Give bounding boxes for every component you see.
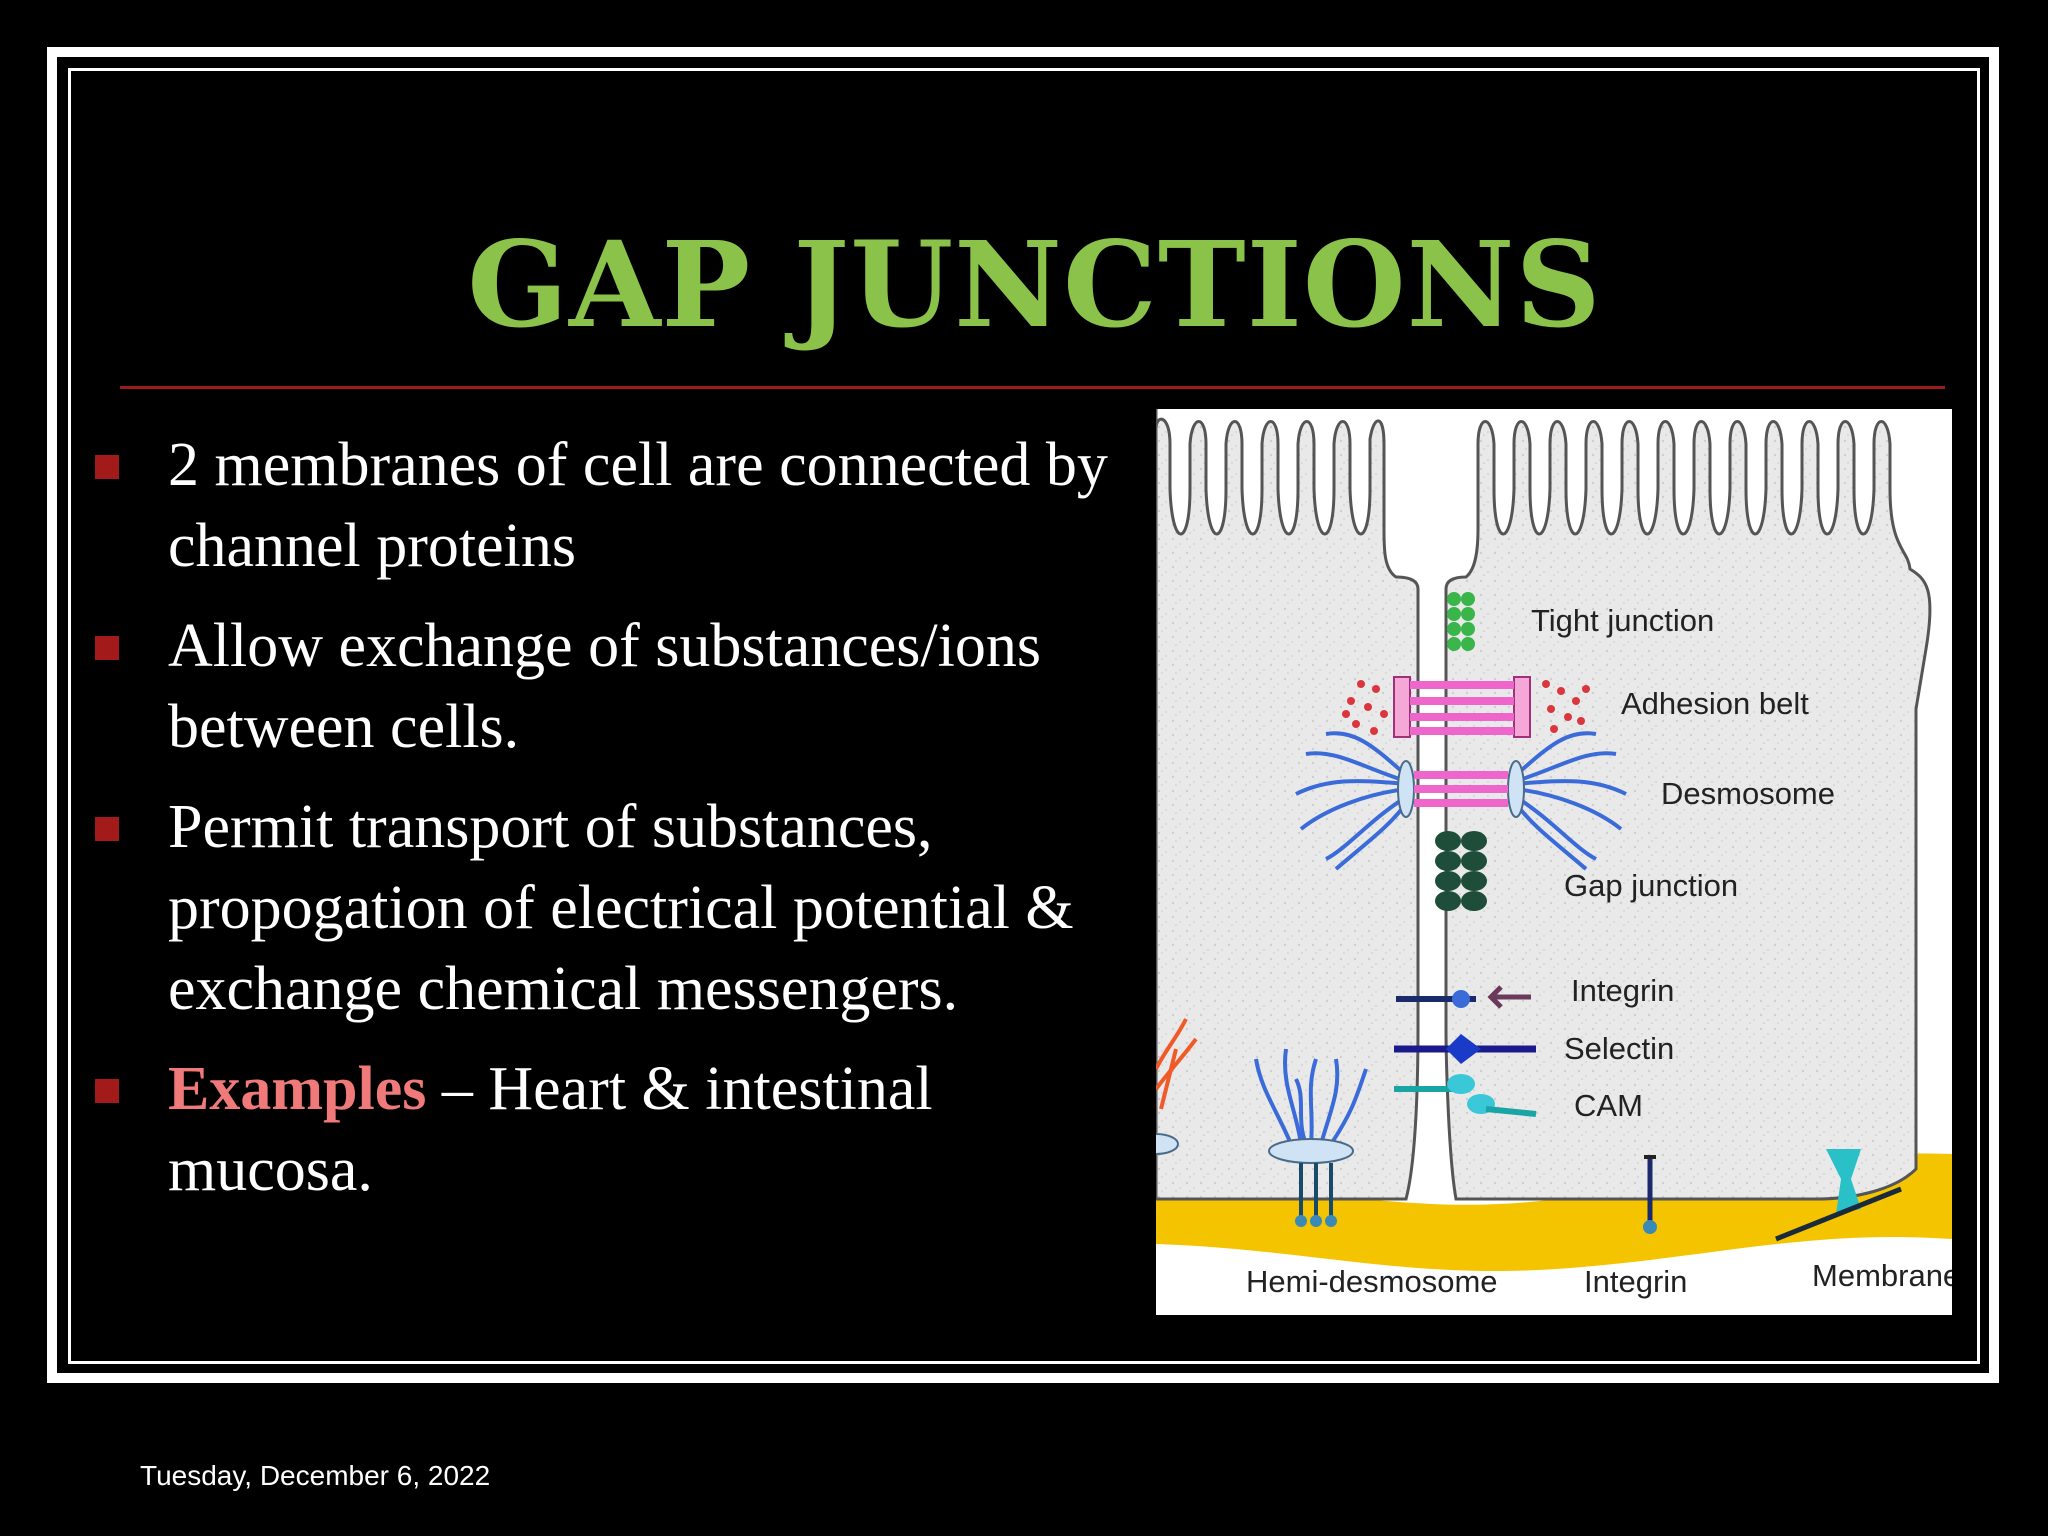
- label-gap-junction: Gap junction: [1564, 868, 1738, 903]
- right-cell: [1444, 420, 1932, 1201]
- hemi-desmosome: [1254, 1048, 1368, 1227]
- bullet-item: Examples – Heart & intestinal mucosa.: [90, 1049, 1130, 1211]
- square-bullet-icon: [95, 636, 119, 660]
- bullet-highlight: Examples: [168, 1055, 427, 1123]
- label-adhesion-belt: Adhesion belt: [1621, 686, 1809, 721]
- bullet-item: 2 membranes of cell are connected by cha…: [90, 425, 1130, 587]
- membrane-protein: [1775, 1149, 1902, 1242]
- bullet-list: 2 membranes of cell are connected by cha…: [90, 425, 1130, 1230]
- left-cell: [1156, 409, 1420, 1201]
- square-bullet-icon: [95, 1079, 119, 1103]
- bullet-text: 2 membranes of cell are connected by cha…: [168, 431, 1108, 580]
- gap-junction: [1435, 831, 1487, 911]
- bullet-text: – Heart & intestinal mucosa.: [168, 1055, 933, 1204]
- slide-inner-frame: [68, 68, 1980, 1364]
- adhesion-belt: [1342, 676, 1590, 738]
- cell-junction-diagram: Tight junction Adhesion belt Desmosome G…: [1156, 409, 1952, 1315]
- label-membrane: Membrane: [1812, 1258, 1952, 1293]
- label-tight-junction: Tight junction: [1531, 603, 1714, 638]
- label-hemi-desmosome: Hemi-desmosome: [1246, 1264, 1498, 1299]
- tight-junction: [1447, 592, 1475, 651]
- title-divider: [120, 386, 1945, 389]
- bullet-item: Allow exchange of substances/ions betwee…: [90, 606, 1130, 768]
- selectin-molecule: [1394, 1034, 1536, 1064]
- desmosome: [1295, 731, 1627, 871]
- integrin-molecule: [1396, 985, 1531, 1009]
- cell-junction-svg: Tight junction Adhesion belt Desmosome G…: [1156, 409, 1952, 1299]
- label-integrin: Integrin: [1571, 973, 1674, 1008]
- label-selectin: Selectin: [1564, 1031, 1674, 1066]
- left-filaments: [1156, 1018, 1198, 1110]
- label-integrin-bottom: Integrin: [1584, 1264, 1687, 1299]
- square-bullet-icon: [95, 455, 119, 479]
- cam-molecule: [1394, 1074, 1537, 1117]
- integrin-bottom: [1643, 1155, 1657, 1234]
- bullet-text: Allow exchange of substances/ions betwee…: [168, 612, 1041, 761]
- slide-outer-frame: [47, 47, 1999, 1383]
- bullet-text: Permit transport of substances, propogat…: [168, 793, 1074, 1023]
- footer-date: Tuesday, December 6, 2022: [140, 1460, 491, 1491]
- label-desmosome: Desmosome: [1661, 776, 1835, 811]
- label-cam: CAM: [1574, 1088, 1643, 1123]
- slide-title: GAP JUNCTIONS: [467, 215, 1602, 354]
- bullet-item: Permit transport of substances, propogat…: [90, 787, 1130, 1030]
- left-hemi-plaque: [1156, 1133, 1179, 1155]
- square-bullet-icon: [95, 817, 119, 841]
